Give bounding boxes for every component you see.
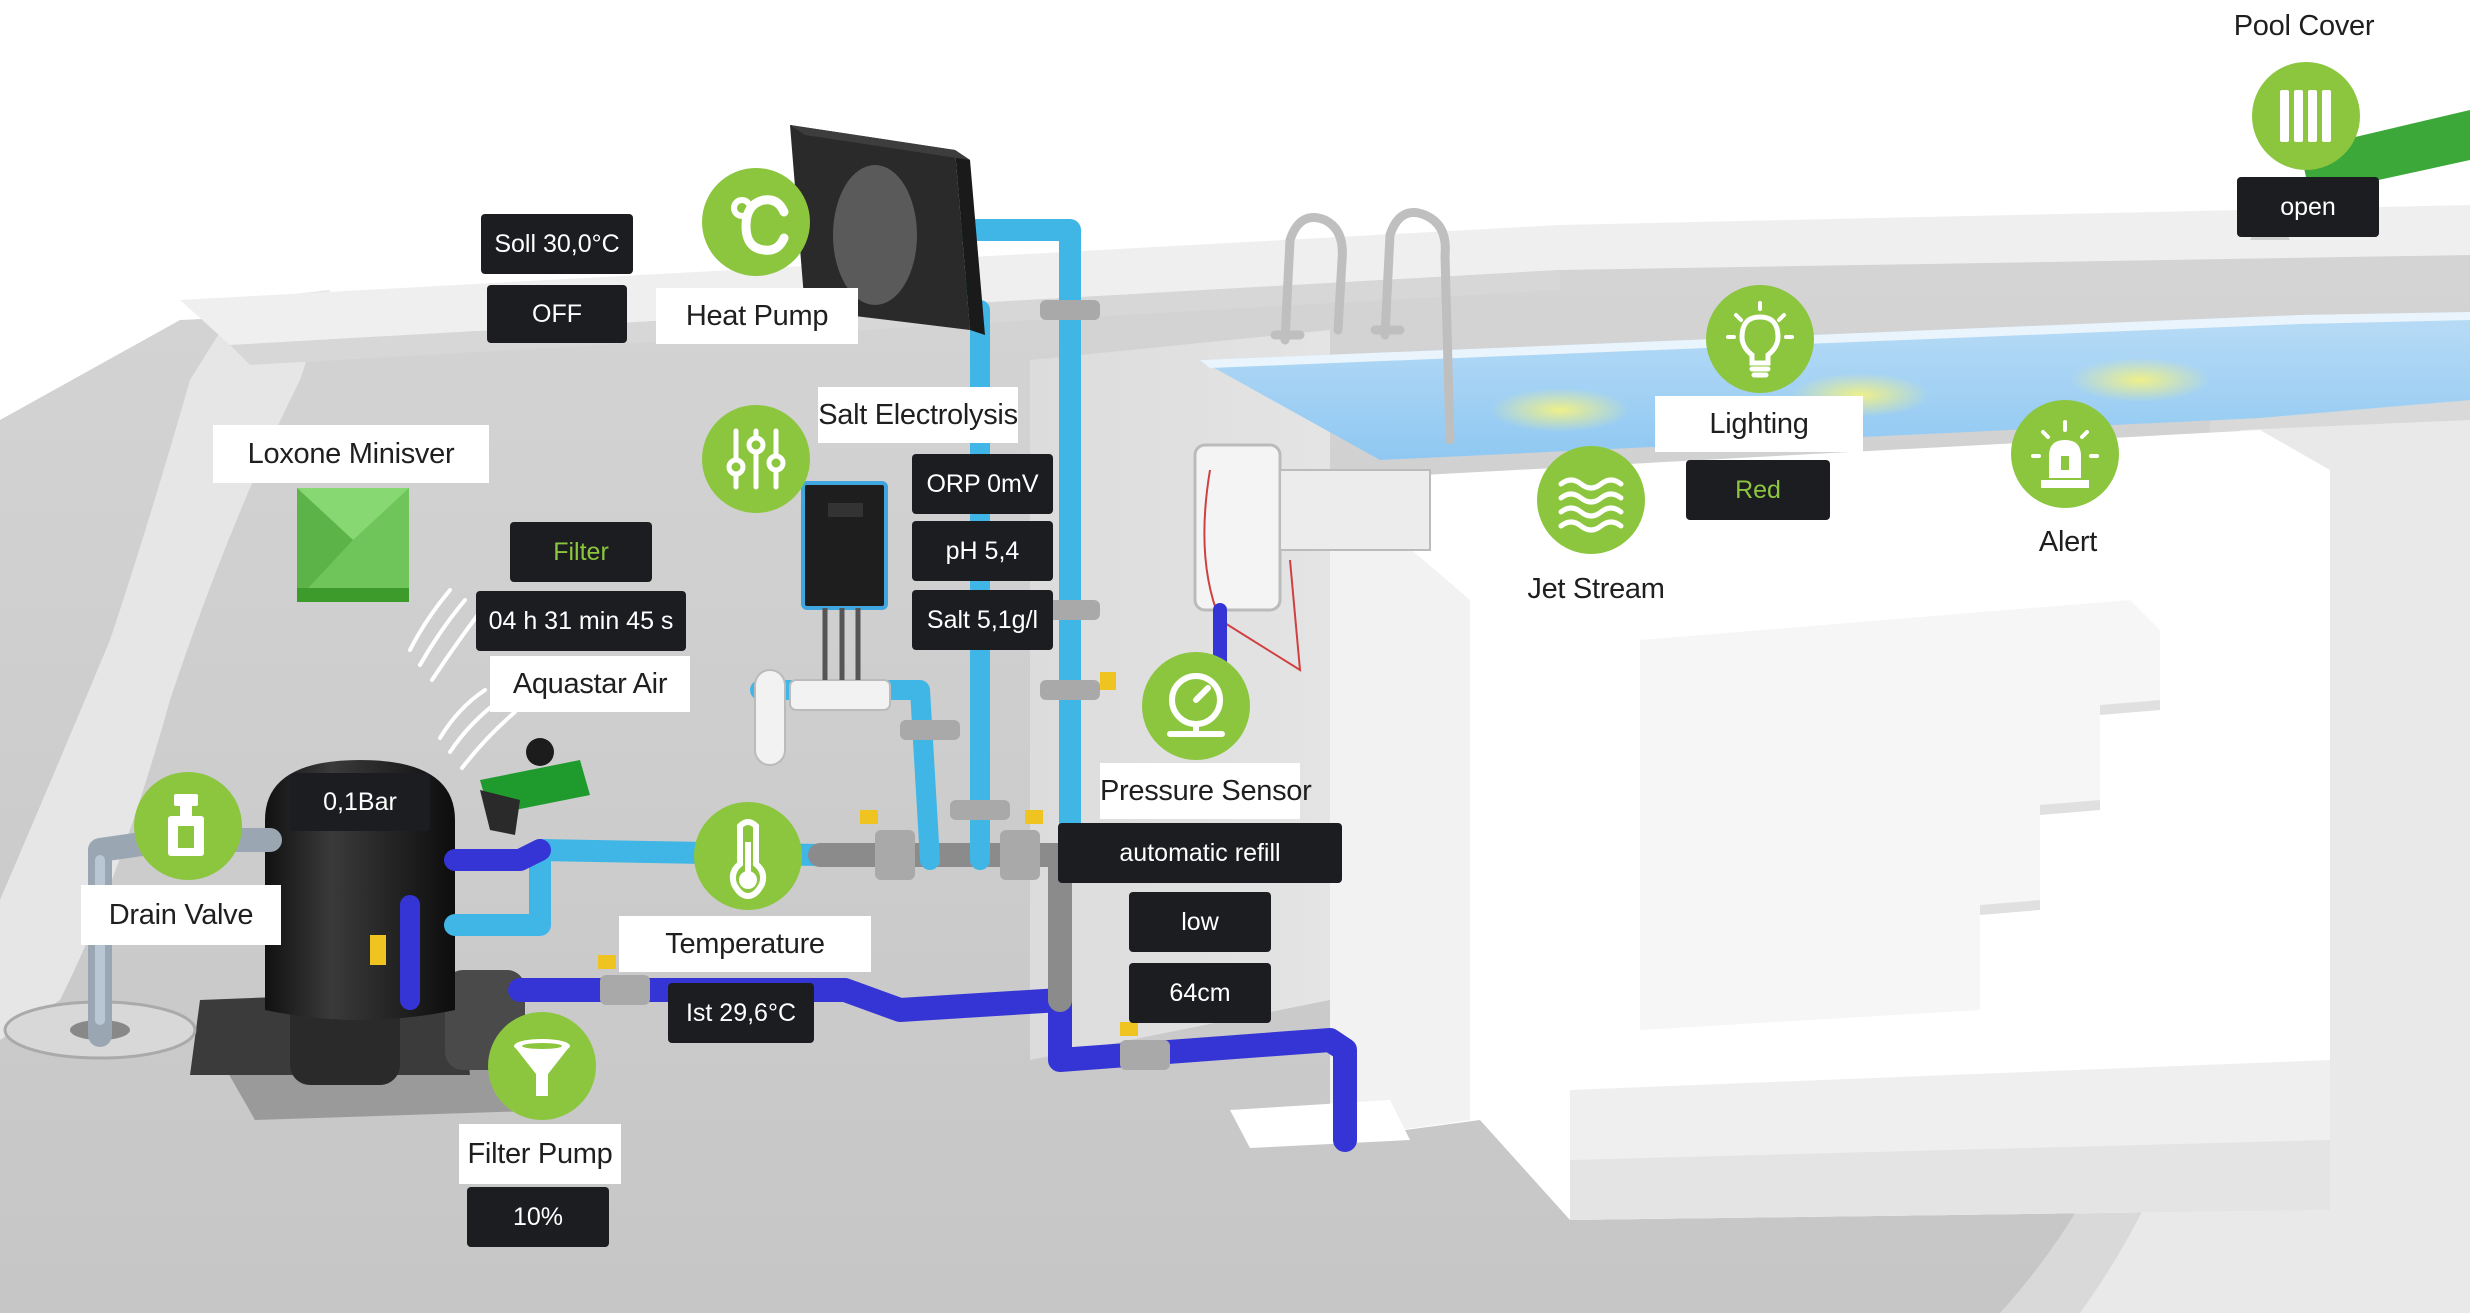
refill-mode-tag[interactable]: automatic refill	[1058, 823, 1342, 883]
temperature-actual-tag[interactable]: Ist 29,6°C	[668, 983, 814, 1043]
heat-pump-label: Heat Pump	[656, 288, 858, 344]
gauge-icon[interactable]	[1142, 652, 1250, 760]
pool-cover-label: Pool Cover	[2233, 10, 2375, 42]
heat-pump-setpoint-tag[interactable]: Soll 30,0°C	[481, 214, 633, 274]
ph-tag[interactable]: pH 5,4	[912, 521, 1053, 581]
heat-pump-state-tag[interactable]: OFF	[487, 285, 627, 343]
tank-pressure-tag[interactable]: 0,1Bar	[290, 773, 430, 831]
celsius-icon[interactable]	[702, 168, 810, 276]
thermometer-icon[interactable]	[694, 802, 802, 910]
filter-pump-label: Filter Pump	[459, 1124, 621, 1184]
lightbulb-icon[interactable]	[1706, 285, 1814, 393]
filter-runtime-tag[interactable]: 04 h 31 min 45 s	[476, 591, 686, 651]
temperature-label: Temperature	[619, 916, 871, 972]
cover-icon[interactable]	[2252, 62, 2360, 170]
water-level-tag[interactable]: low	[1129, 892, 1271, 952]
filter-mode-tag[interactable]: Filter	[510, 522, 652, 582]
aquastar-air-label: Aquastar Air	[490, 656, 690, 712]
lighting-color-tag[interactable]: Red	[1686, 460, 1830, 520]
funnel-icon[interactable]	[488, 1012, 596, 1120]
waves-icon[interactable]	[1537, 446, 1645, 554]
valve-icon[interactable]	[134, 772, 242, 880]
alert-label: Alert	[1987, 514, 2149, 570]
lighting-label: Lighting	[1655, 396, 1863, 452]
drain-valve-label: Drain Valve	[81, 885, 281, 945]
filter-pump-speed-tag[interactable]: 10%	[467, 1187, 609, 1247]
miniserver-label: Loxone Minisver	[213, 425, 489, 483]
orp-tag[interactable]: ORP 0mV	[912, 454, 1053, 514]
salt-electrolysis-label: Salt Electrolysis	[818, 387, 1018, 443]
pressure-sensor-label: Pressure Sensor	[1100, 763, 1312, 819]
water-depth-tag[interactable]: 64cm	[1129, 963, 1271, 1023]
jet-stream-label: Jet Stream	[1470, 561, 1722, 617]
salt-level-tag[interactable]: Salt 5,1g/l	[912, 590, 1053, 650]
siren-icon[interactable]	[2011, 400, 2119, 508]
sliders-icon[interactable]	[702, 405, 810, 513]
pool-cover-state-tag[interactable]: open	[2237, 177, 2379, 237]
